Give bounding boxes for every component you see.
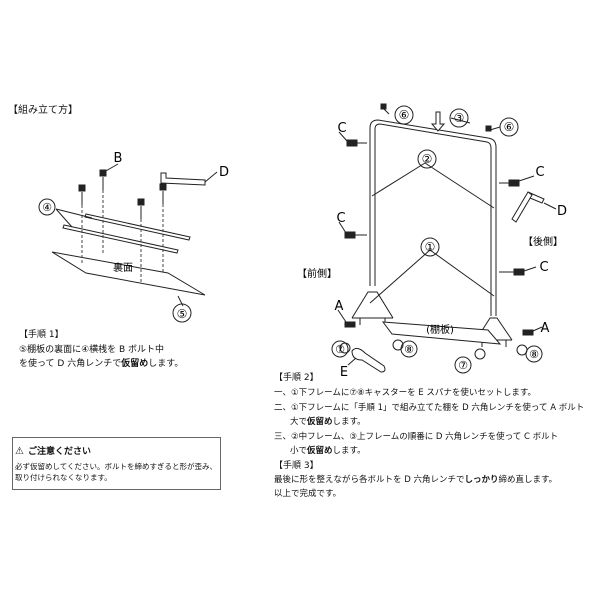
rail-lower — [62, 224, 179, 254]
label-three: ③ — [454, 111, 465, 125]
label-eight-right: ⑧ — [529, 348, 539, 361]
label-five: ⑤ — [177, 307, 188, 321]
label-one: ① — [425, 240, 436, 254]
label-c-2: C — [336, 211, 345, 226]
step2-item3-line1: 三、②中フレーム、③上フレームの順番に D 六角レンチを使って C ボルト — [274, 432, 559, 442]
label-d-right: D — [557, 204, 567, 219]
step1-line2-pre: を使って D 六角レンチで — [19, 359, 122, 369]
label-six-right: ⑥ — [504, 120, 515, 134]
step1-line2: を使って D 六角レンチで仮留めします。 — [19, 358, 183, 370]
caution-line1: 必ず仮留めしてください。ボルトを締めすぎると形が歪み、 — [15, 462, 218, 471]
step2-item3-line2-pre: 小で — [290, 446, 308, 456]
label-c-1: C — [337, 121, 346, 136]
step1-line1: ⑤棚板の裏面に④横桟を B ボルト中 — [19, 345, 165, 355]
shelf-text: (棚板) — [426, 323, 454, 336]
shelf-board-diagram — [38, 163, 218, 323]
board-text: 裏面 — [113, 261, 133, 274]
step1-line2-bold: 仮留め — [121, 359, 149, 369]
back-label: 【後側】 — [523, 235, 563, 248]
front-label: 【前側】 — [297, 267, 337, 280]
step3-line1-pre: 最後に形を整えながら各ボルトを D 六角レンチで — [274, 475, 465, 485]
step3-line2: 以上で完成です。 — [274, 489, 342, 499]
step3-title: 【手順 3】 — [274, 461, 319, 471]
label-b: B — [114, 151, 123, 166]
step3-line1: 最後に形を整えながら各ボルトを D 六角レンチでしっかり締め直します。 — [274, 474, 557, 486]
upper-frame — [369, 119, 497, 168]
caution-icon: ⚠ — [15, 446, 24, 457]
step3-line1-post: 締め直します。 — [498, 475, 558, 485]
step2-item2-line1: 二、①下フレームに「手順 1」で組み立てた棚を D 六角レンチを使って A ボル… — [274, 403, 585, 413]
bolt-c-group — [338, 131, 537, 276]
shelf-board — [51, 251, 206, 296]
bolt-b-group — [78, 169, 167, 219]
label-c-3: C — [535, 165, 544, 180]
step1-title: 【手順 1】 — [19, 330, 64, 340]
label-seven-left: ⑦ — [335, 343, 345, 356]
label-two: ② — [422, 152, 433, 166]
label-e: E — [340, 365, 348, 380]
label-eight-left: ⑧ — [404, 343, 414, 356]
label-a-left: A — [335, 299, 344, 314]
caution-line2: 取り付けられなくなります。 — [15, 473, 112, 482]
rack-shelf — [381, 321, 502, 345]
label-c-4: C — [539, 260, 548, 275]
spanner — [351, 347, 386, 373]
step2-title: 【手順 2】 — [274, 373, 319, 383]
rack-diagram — [331, 103, 557, 374]
step2-item3-line2-bold: 仮留め — [307, 446, 333, 456]
label-seven-right: ⑦ — [458, 359, 468, 372]
step2-item2-line2: 大で仮留めします。 — [290, 416, 366, 428]
label-a-right: A — [541, 321, 550, 336]
step2-item2-line2-post: します。 — [332, 417, 366, 427]
step2-item2-line2-bold: 仮留め — [307, 417, 333, 427]
caution-box — [12, 437, 221, 490]
hex-wrench — [160, 172, 206, 186]
step3-line1-bold: しっかり — [464, 475, 499, 485]
section-title: 【組み立て方】 — [8, 105, 78, 116]
step2-item3-line2-post: します。 — [332, 446, 366, 456]
label-d-left: D — [219, 165, 229, 180]
step2-item3-line2: 小で仮留めします。 — [290, 445, 366, 457]
label-six-left: ⑥ — [399, 108, 410, 122]
caution-title: ご注意ください — [28, 447, 92, 457]
step2-item2-line2-pre: 大で — [290, 417, 308, 427]
label-four: ④ — [42, 201, 52, 214]
step2-item1: 一、①下フレームに⑦⑧キャスターを E スパナを使いセットします。 — [274, 388, 537, 398]
hex-wrench-right — [511, 191, 545, 223]
step1-line2-post: します。 — [148, 359, 184, 369]
